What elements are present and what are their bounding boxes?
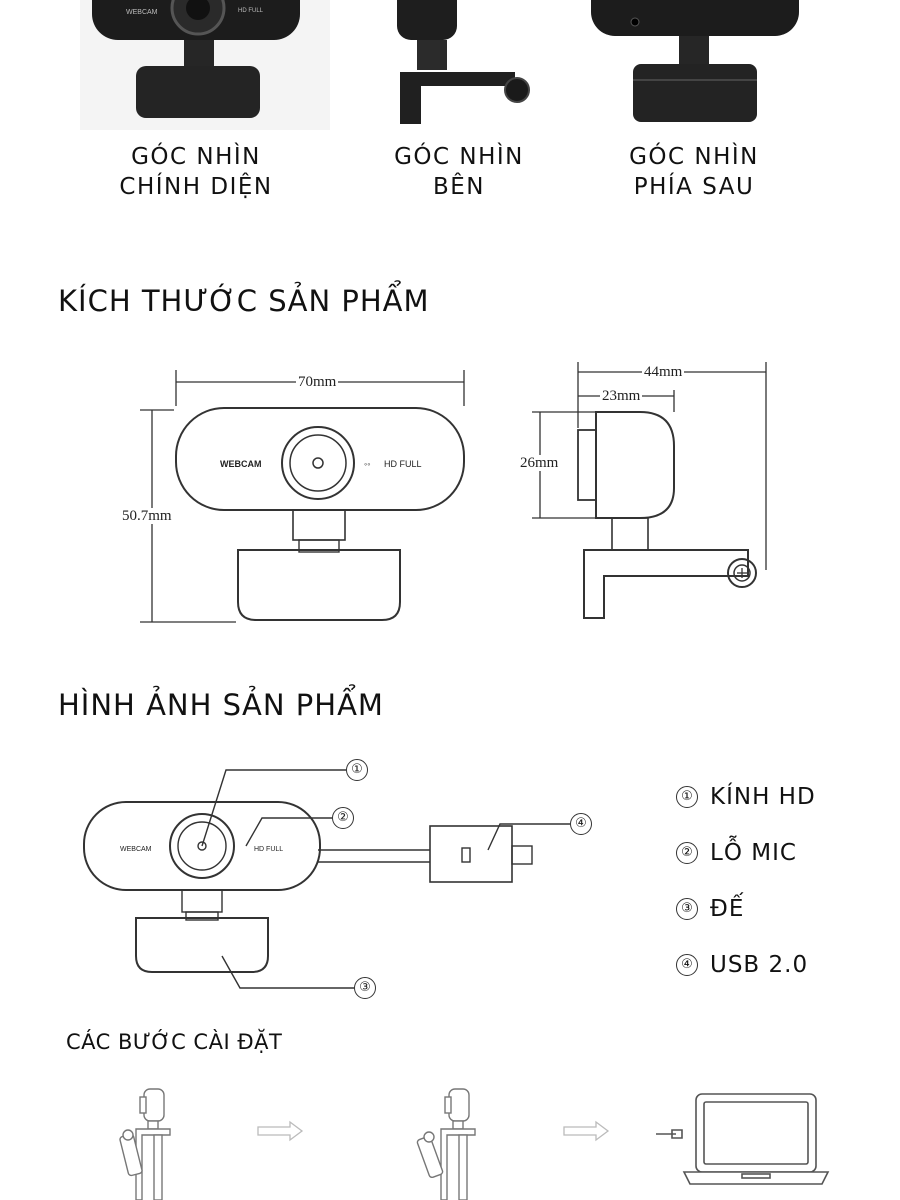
right-arrow-icon [563,1120,610,1142]
callout-2: ② [332,807,354,829]
legend-num-3: ③ [676,898,698,920]
dim-lens-depth-label: 23mm [600,388,643,404]
side-view-label-line1: GÓC NHÌN [394,144,524,170]
parts-webcam-text: WEBCAM [120,846,152,853]
rear-view-label-line2: PHÍA SAU [633,174,755,200]
legend-label-base: ĐẾ [710,896,745,922]
legend-label-lens: KÍNH HD [710,784,816,810]
callout-4: ④ [570,813,592,835]
front-hd-text: HD FULL [238,8,264,14]
install-title: CÁC BƯỚC CÀI ĐẶT [66,1030,283,1054]
front-view-label: GÓC NHÌN CHÍNH DIỆN [76,142,316,202]
rear-view-label-line1: GÓC NHÌN [629,144,759,170]
right-arrow-icon [257,1120,304,1142]
dim-camera-height-label: 26mm [518,455,561,471]
dim-webcam-text: WEBCAM [220,459,262,469]
legend-item-lens: ① KÍNH HD [676,782,816,812]
svg-text:◦◦: ◦◦ [364,459,370,469]
install-step-2-drawing [416,1088,476,1200]
front-view-label-line1: GÓC NHÌN [131,144,261,170]
side-view-label-line2: BÊN [432,174,486,200]
side-view-photo [397,0,530,124]
rear-view-label: GÓC NHÌN PHÍA SAU [574,142,814,202]
callout-1: ① [346,759,368,781]
laptop-icon [656,1093,830,1185]
dim-width-label: 70mm [296,374,339,390]
legend-num-2: ② [676,842,698,864]
legend-item-usb: ④ USB 2.0 [676,950,808,980]
legend-item-base: ③ ĐẾ [676,894,744,924]
side-view-label: GÓC NHÌN BÊN [339,142,579,202]
legend-num-4: ④ [676,954,698,976]
dim-hd-text: HD FULL [384,459,422,469]
dim-height-label: 50.7mm [120,508,174,524]
legend-label-usb: USB 2.0 [710,952,809,978]
callout-3: ③ [354,977,376,999]
dimension-drawing: WEBCAM HD FULL ◦◦ [140,362,767,623]
legend-label-mic: LỖ MIC [710,840,797,866]
rear-view-photo [591,0,799,122]
install-step-1-drawing [119,1088,171,1200]
dim-depth-label: 44mm [642,364,685,380]
legend-num-1: ① [676,786,698,808]
parts-hd-text: HD FULL [254,846,283,853]
product-parts-drawing: WEBCAM HD FULL [83,769,570,989]
product-title: HÌNH ẢNH SẢN PHẨM [58,688,384,722]
front-view-label-line2: CHÍNH DIỆN [119,174,273,200]
front-view-photo: WEBCAM HD FULL [80,0,330,130]
dimensions-title: KÍCH THƯỚC SẢN PHẨM [58,284,430,318]
legend-item-mic: ② LỖ MIC [676,838,797,868]
front-webcam-text: WEBCAM [126,9,158,16]
